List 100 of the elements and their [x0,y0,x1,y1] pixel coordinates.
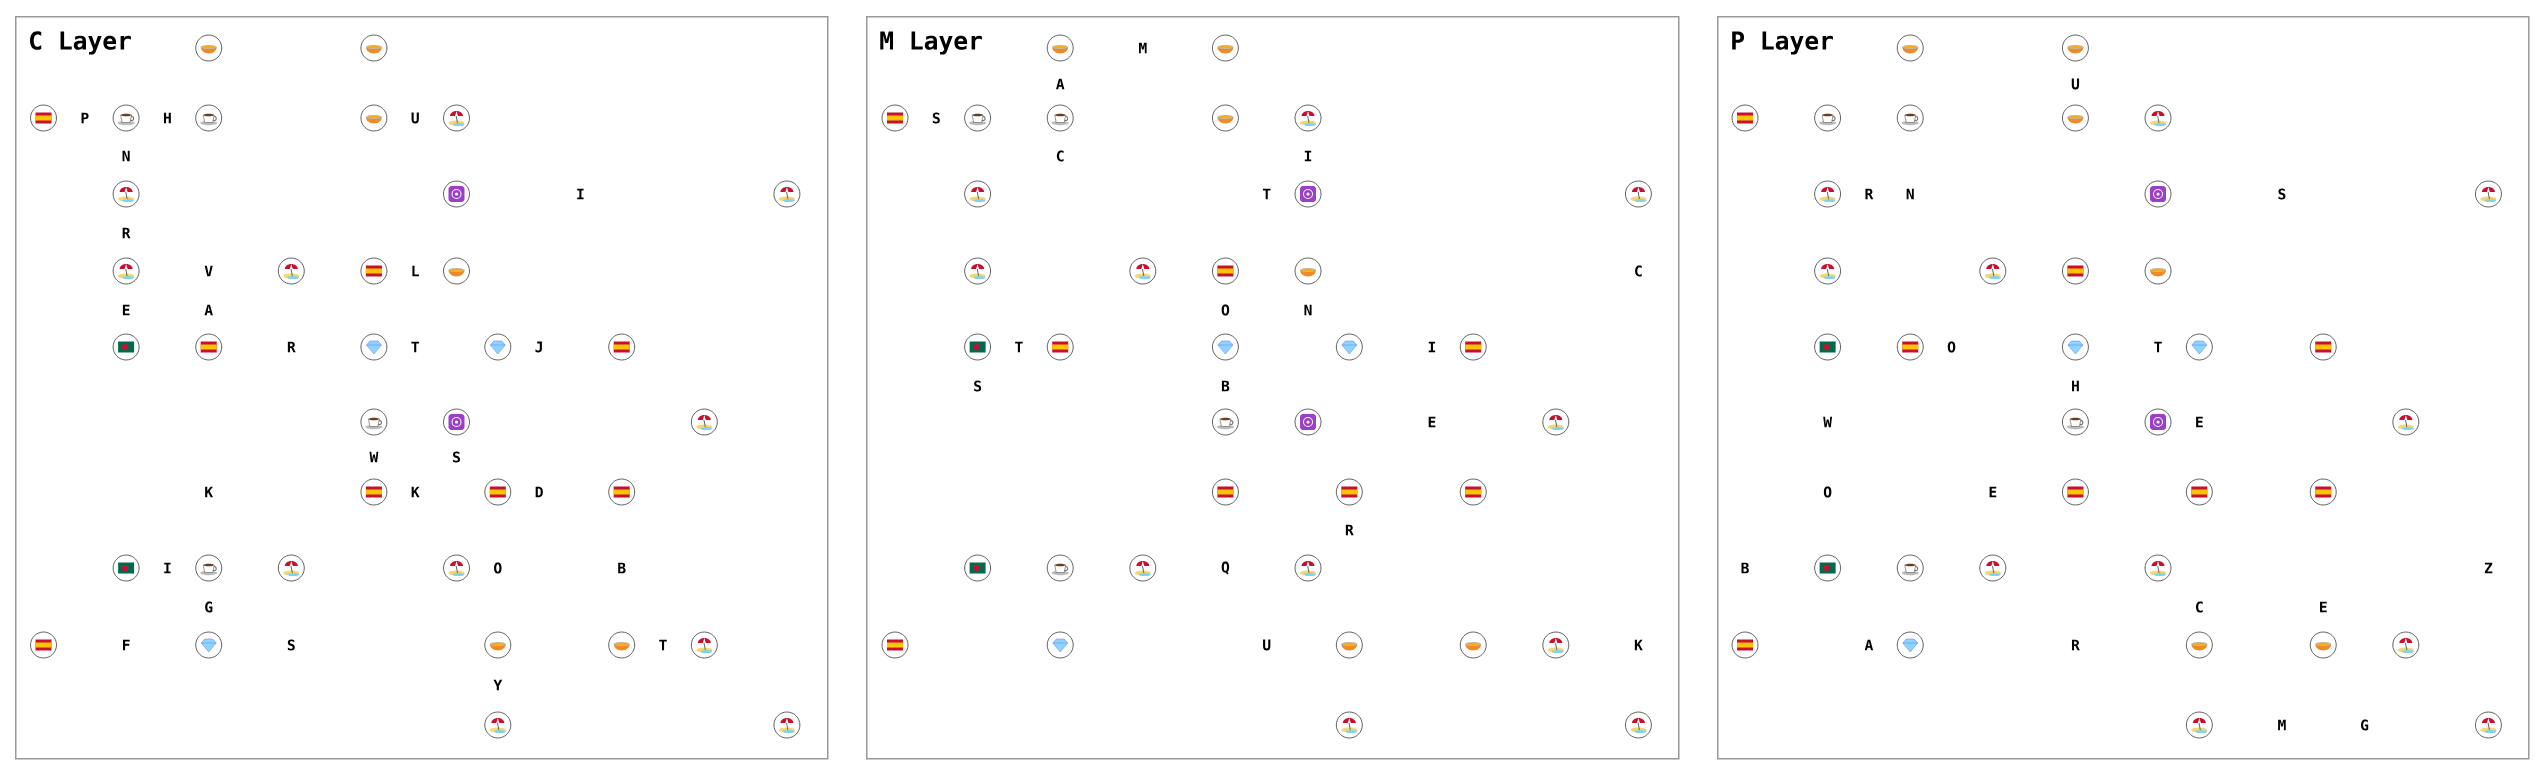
icon-circle [2062,104,2089,132]
icon-circle [1542,631,1570,659]
icon-circle [484,333,512,361]
icon-circle [1294,104,1322,132]
icon-circle [484,631,512,659]
icon-circle [1046,631,1074,659]
letter: T [659,639,667,651]
letter: B [1221,380,1230,392]
icon-circle [2144,180,2172,208]
icon-circle [773,180,801,208]
letter: F [123,639,130,651]
letter: R [1345,524,1354,536]
icon-circle [964,257,992,285]
letter: Y [493,679,503,691]
letter: C [1635,265,1642,277]
letter: R [122,227,131,239]
icon-circle [2185,333,2213,361]
letter: R [287,341,296,353]
letter: H [163,112,171,124]
icon-circle [2062,333,2089,361]
icon-circle [30,104,57,132]
icon-circle [1212,34,1239,62]
letter: V [204,265,213,277]
icon-circle [2392,408,2420,436]
icon-circle [773,711,801,739]
icon-circle [2185,711,2213,739]
letter: P [81,112,89,124]
icon-circle [881,631,909,659]
icon-circle [2144,104,2172,132]
icon-circle [1814,104,1842,132]
icon-circle [1814,257,1842,285]
icon-circle [964,104,992,132]
letter: K [411,486,420,498]
icon-circle [881,104,909,132]
icon-circle [2062,257,2089,285]
icon-circle [1212,104,1239,132]
letter: N [1304,304,1312,316]
letter: E [1989,486,1997,498]
icon-circle [1814,333,1842,361]
icon-circle [964,333,992,361]
letter: Z [2484,562,2493,574]
icon-circle [277,257,305,285]
icon-circle [195,631,223,659]
icon-circle [1896,333,1924,361]
icon-circle [2309,478,2337,506]
icon-circle [1814,554,1842,582]
panel-title: M Layer [880,31,982,55]
icon-circle [1335,333,1363,361]
icon-circle [608,478,636,506]
icon-circle [2185,631,2213,659]
letter: U [1263,639,1271,651]
icon-circle [690,631,718,659]
letter: C [1056,150,1064,162]
letter: T [2154,341,2162,353]
letter: O [1947,341,1956,353]
icon-circle [1294,180,1322,208]
icon-circle [964,554,992,582]
letter: O [1221,304,1230,316]
icon-circle [1731,104,1759,132]
icon-circle [1459,478,1487,506]
letter: T [1262,188,1271,200]
icon-circle [443,408,470,436]
letter: N [122,150,130,162]
icon-circle [608,631,636,659]
letter: O [1823,486,1832,498]
icon-circle [1814,180,1842,208]
icon-circle [1294,408,1322,436]
letter: A [204,304,213,316]
icon-circle [1294,257,1322,285]
icon-circle [1896,104,1924,132]
icon-circle [2475,711,2502,739]
icon-circle [1896,34,1924,62]
letter: I [577,188,584,200]
icon-circle [2309,333,2337,361]
icon-circle [1129,257,1157,285]
letter: C [2196,601,2203,613]
icon-circle [1212,257,1239,285]
letter: S [974,380,982,392]
icon-circle [2185,478,2213,506]
icon-circle [1625,711,1652,739]
letter: G [2360,719,2369,731]
icon-circle [2144,554,2172,582]
letter: S [2278,188,2286,200]
icon-circle [608,333,636,361]
letter: I [164,562,171,574]
letter: A [1864,639,1874,651]
icon-circle [2309,631,2337,659]
icon-circle [195,333,223,361]
letter: E [1428,416,1436,428]
letter: T [1015,341,1023,353]
letter: E [2196,416,2203,428]
icon-circle [112,104,140,132]
letter: S [932,112,940,124]
icon-circle [1335,711,1363,739]
icon-circle [1335,631,1363,659]
icon-circle [1046,34,1074,62]
letter: R [1865,188,1874,200]
icon-circle [1212,333,1239,361]
icon-circle [443,104,470,132]
icon-circle [360,333,388,361]
